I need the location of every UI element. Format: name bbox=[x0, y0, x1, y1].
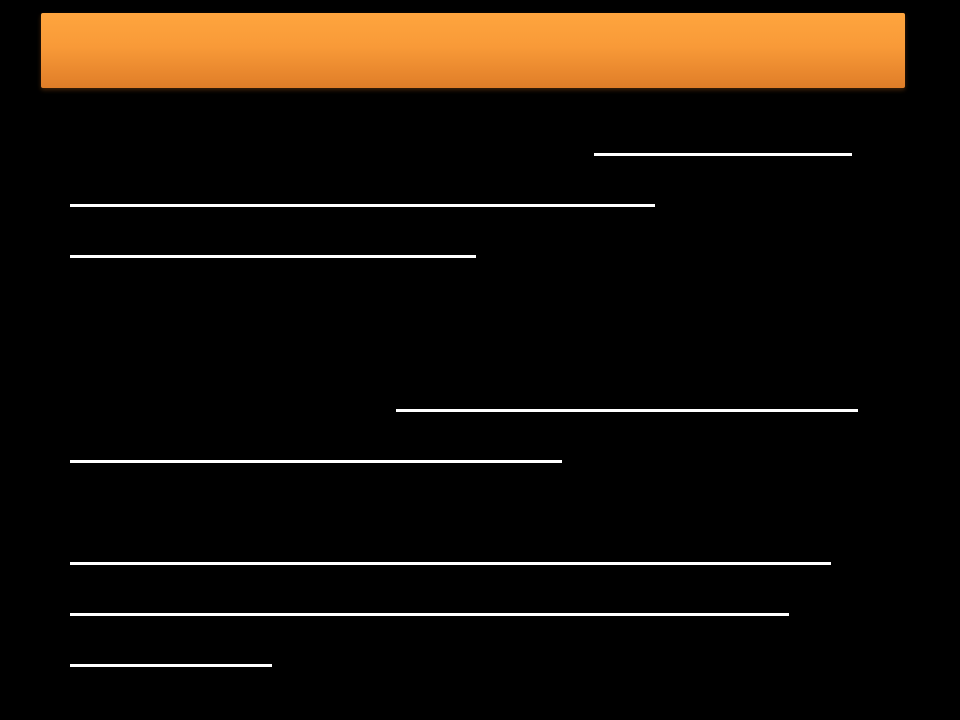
fill-in-blank-line bbox=[70, 460, 562, 463]
fill-in-blank-line bbox=[396, 409, 858, 412]
fill-in-blank-line bbox=[70, 613, 789, 616]
fill-in-blank-line bbox=[70, 562, 831, 565]
fill-in-blank-line bbox=[70, 204, 655, 207]
title-bar bbox=[41, 13, 905, 88]
slide-title bbox=[41, 13, 905, 88]
fill-in-blank-line bbox=[70, 664, 272, 667]
fill-in-blank-line bbox=[594, 153, 852, 156]
fill-in-blank-line bbox=[70, 255, 476, 258]
